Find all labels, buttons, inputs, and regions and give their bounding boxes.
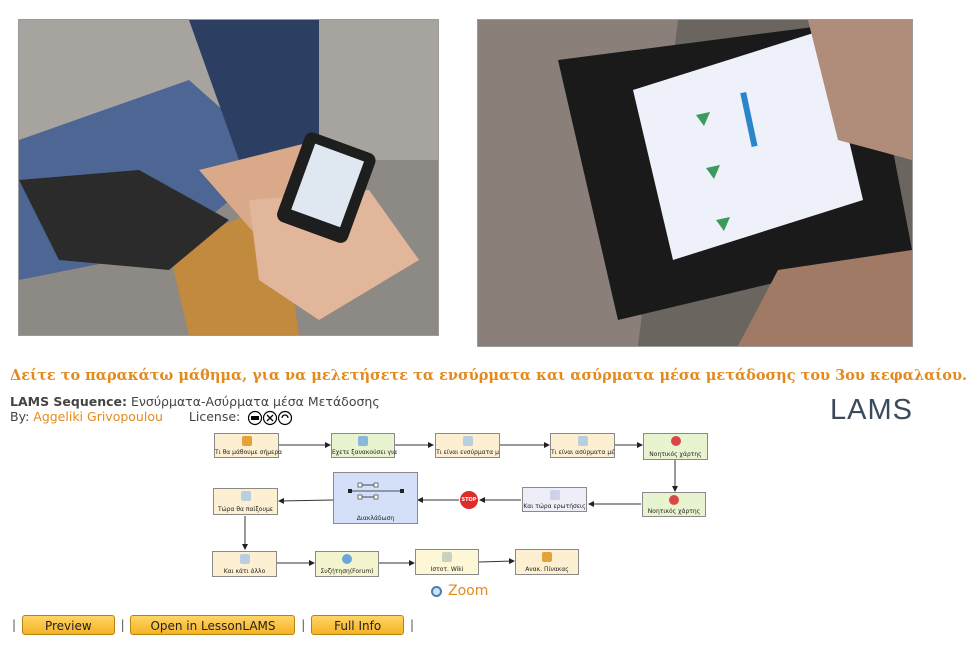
open-in-lessonlams-button[interactable]: Open in LessonLAMS xyxy=(130,615,296,635)
mindmap-icon xyxy=(670,436,681,446)
forum-icon xyxy=(342,554,352,564)
document-icon xyxy=(577,436,588,446)
sequence-label: LAMS Sequence: xyxy=(10,394,128,409)
mindmap-icon xyxy=(669,495,679,505)
creative-commons-license-icon[interactable] xyxy=(248,410,296,425)
activity-node[interactable]: Νοητικός χάρτης xyxy=(642,492,706,517)
separator: | xyxy=(120,618,125,632)
lams-logo: LAMS xyxy=(830,394,913,426)
document-icon xyxy=(462,436,473,446)
activity-node[interactable]: Τι θα μάθουμε σήμερα xyxy=(214,433,282,458)
sequence-byline: By: Aggeliki Grivopoulou License: xyxy=(10,409,296,425)
notebook-icon xyxy=(241,436,252,446)
diagram-connectors xyxy=(242,442,678,566)
sequence-name: Ενσύρματα-Ασύρματα μέσα Μετάδοσης xyxy=(131,394,380,409)
activity-node[interactable]: Ιστοτ. Wiki xyxy=(415,549,479,575)
question-icon xyxy=(549,490,560,500)
activity-node[interactable]: Ανακ. Πίνακας xyxy=(515,549,579,575)
activity-node[interactable]: Συζήτηση(Forum) xyxy=(315,551,379,577)
sequence-title: LAMS Sequence: Ενσύρματα-Ασύρματα μέσα Μ… xyxy=(10,394,380,409)
activity-node[interactable]: Εχετε ξανακούσει για xyxy=(331,433,397,458)
notebook-icon xyxy=(542,552,552,562)
action-button-bar: | Preview | Open in LessonLAMS | Full In… xyxy=(10,615,416,635)
author-link[interactable]: Aggeliki Grivopoulou xyxy=(33,409,163,424)
zoom-link[interactable]: Zoom xyxy=(431,583,488,599)
wiki-icon xyxy=(442,552,452,562)
separator: | xyxy=(11,618,17,632)
classroom-photo-left xyxy=(18,19,439,336)
branching-icon xyxy=(347,482,404,500)
activity-node[interactable]: Τι είναι ενσύρματα μ xyxy=(435,433,500,458)
zoom-label: Zoom xyxy=(448,583,489,599)
by-label: By: xyxy=(10,409,30,424)
activity-node[interactable]: Και κάτι άλλο xyxy=(212,551,277,577)
sequence-diagram: Τι θα μάθουμε σήμερα Εχετε ξανακούσει γι… xyxy=(205,425,715,585)
separator: | xyxy=(409,618,414,632)
phone-closeup-photo-right xyxy=(477,19,913,347)
survey-icon xyxy=(358,436,368,446)
separator: | xyxy=(301,618,306,632)
activity-node[interactable]: Τι είναι ασύρματα μέ xyxy=(550,433,615,458)
stop-gate-icon[interactable]: STOP xyxy=(460,491,478,509)
preview-button[interactable]: Preview xyxy=(21,615,115,635)
activity-node[interactable]: Τώρα θα παίξουμε xyxy=(213,488,278,515)
full-info-button[interactable]: Full Info xyxy=(311,615,405,635)
activity-node[interactable]: Και τώρα ερωτήσεις xyxy=(522,487,587,512)
license-label: License: xyxy=(188,409,241,424)
activity-node[interactable]: Νοητικός χάρτης xyxy=(643,433,708,460)
document-icon xyxy=(239,554,250,564)
magnifier-icon xyxy=(431,586,442,597)
document-icon xyxy=(240,491,251,501)
branching-node[interactable]: Διακλάδωση xyxy=(333,472,418,524)
lesson-instruction-heading: Δείτε το παρακάτω μάθημα, για να μελετήσ… xyxy=(10,367,967,384)
